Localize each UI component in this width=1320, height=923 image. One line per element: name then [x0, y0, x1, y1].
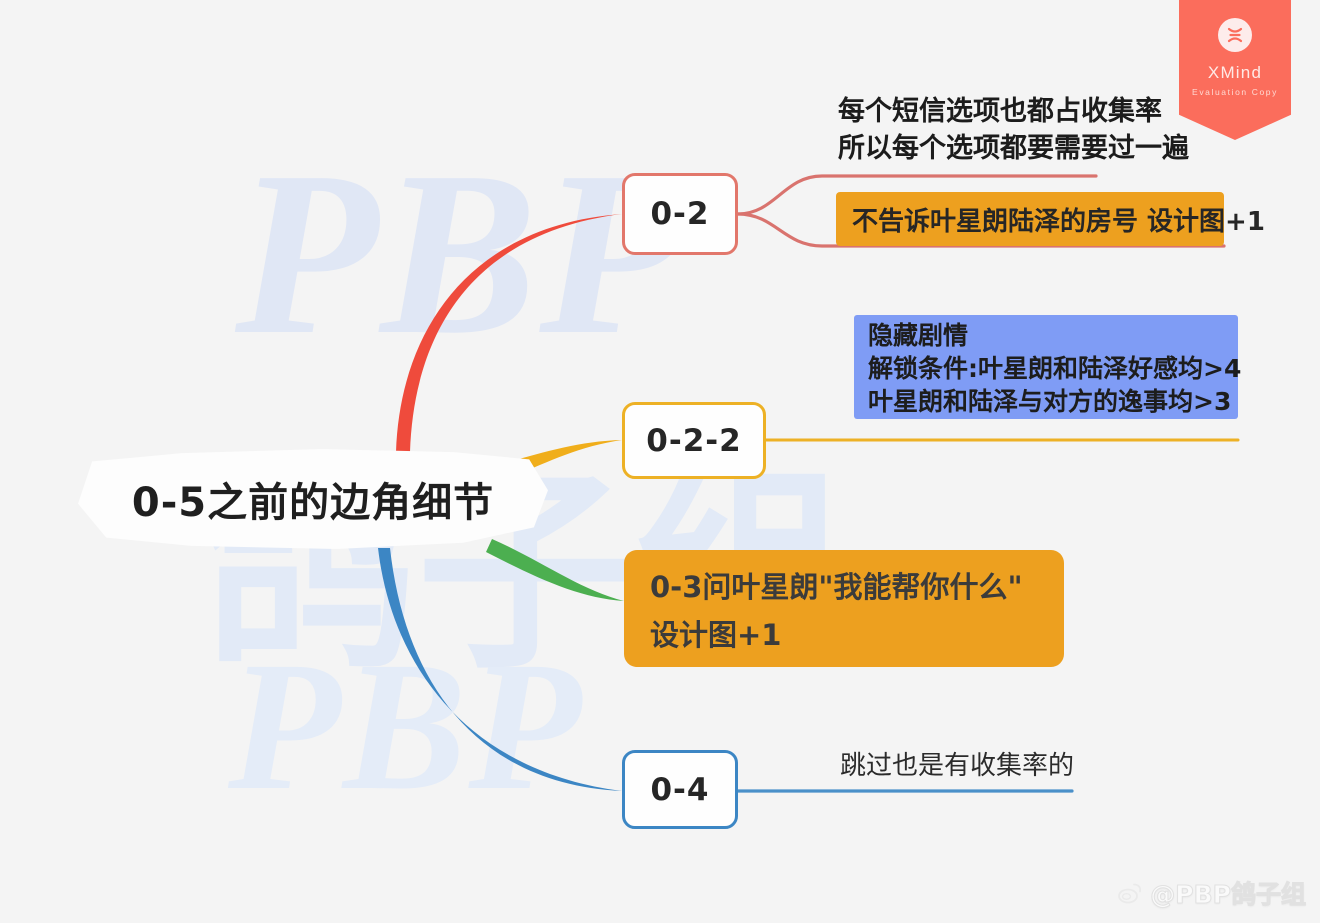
note-purple-line-1: 隐藏剧情 [868, 320, 969, 350]
node-0-2-label: 0-2 [650, 196, 710, 232]
node-0-4[interactable]: 0-4 [622, 750, 738, 829]
note-skip-text[interactable]: 跳过也是有收集率的 [840, 745, 1140, 782]
node-0-2-2-label: 0-2-2 [646, 422, 742, 459]
weibo-handle: @PBP鸽子组 [1150, 880, 1307, 910]
note-orange-0-3-line-2: 设计图+1 [650, 617, 782, 652]
node-0-2-2[interactable]: 0-2-2 [622, 402, 766, 479]
note-orange-room-number[interactable]: 不告诉叶星朗陆泽的房号 设计图+1 [836, 192, 1265, 246]
note-orange-0-3-line-1: 0-3问叶星朗"我能帮你什么" [650, 569, 1023, 604]
branch-red-to-0-2 [396, 214, 622, 452]
note-purple-line-2: 解锁条件:叶星朗和陆泽好感均>4 [868, 353, 1242, 383]
root-node-shape [78, 449, 548, 549]
root-node-label: 0-5之前的边角细节 [131, 479, 495, 526]
note-top-text-line-1: 每个短信选项也都占收集率 [838, 96, 1162, 127]
xmind-x-icon [1218, 18, 1252, 52]
xmind-evaluation-ribbon: XMind Evaluation Copy [1179, 0, 1291, 140]
note-top-text-line-2: 所以每个选项都要需要过一遍 [838, 133, 1189, 165]
note-skip-text-line-1: 跳过也是有收集率的 [840, 751, 1075, 781]
branch-blue-to-0-4 [378, 548, 622, 791]
watermark-text-pbp-bottom: PBP [228, 624, 584, 829]
node-0-4-label: 0-4 [650, 771, 710, 808]
xmind-title: XMind [1207, 63, 1263, 82]
note-orange-room-number-line-1: 不告诉叶星朗陆泽的房号 设计图+1 [852, 206, 1265, 237]
weibo-watermark: @PBP鸽子组 [1117, 875, 1306, 911]
node-0-2[interactable]: 0-2 [622, 173, 738, 255]
xmind-subtitle: Evaluation Copy [1192, 87, 1278, 97]
note-top-text[interactable]: 每个短信选项也都占收集率 所以每个选项都要需要过一遍 [838, 93, 1238, 168]
note-purple-hidden-plot[interactable]: 隐藏剧情 解锁条件:叶星朗和陆泽好感均>4 叶星朗和陆泽与对方的逸事均>3 [854, 315, 1242, 419]
note-purple-line-3: 叶星朗和陆泽与对方的逸事均>3 [868, 386, 1232, 416]
watermark-text-pbp-top: PBP [235, 123, 685, 383]
root-node[interactable]: 0-5之前的边角细节 [78, 447, 548, 550]
weibo-icon [1117, 880, 1143, 906]
note-orange-0-3[interactable]: 0-3问叶星朗"我能帮你什么" 设计图+1 [624, 550, 1064, 667]
